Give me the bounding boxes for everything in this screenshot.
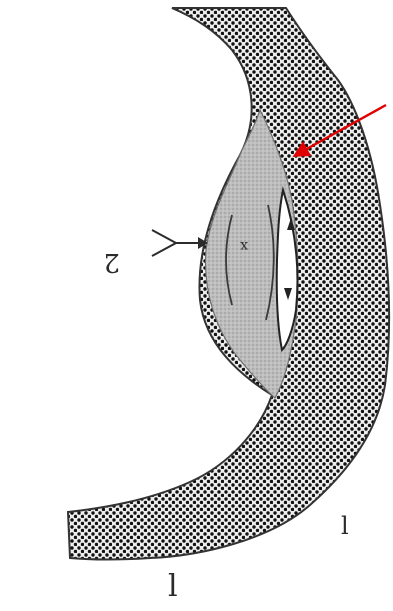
bottom-left-mark: l (168, 569, 178, 604)
bottom-right-mark: l (341, 512, 349, 540)
y-marker-icon (152, 230, 208, 256)
side-label: 2 (103, 247, 120, 277)
inner-label: x (240, 238, 248, 254)
